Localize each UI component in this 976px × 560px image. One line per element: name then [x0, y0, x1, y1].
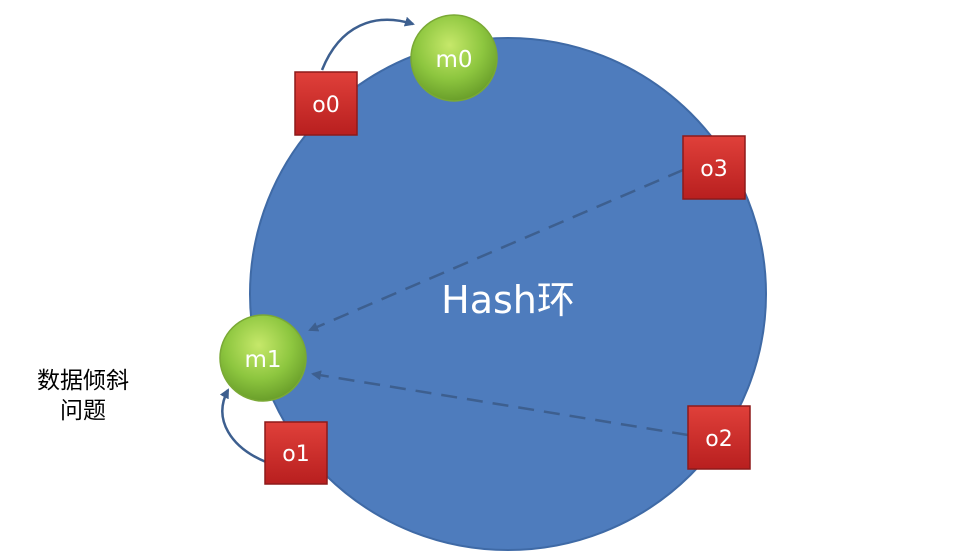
- object-label-o0: o0: [312, 93, 339, 118]
- object-label-o1: o1: [282, 442, 309, 467]
- arrow-o1-to-m1: [219, 388, 267, 464]
- machine-node-m0: m0: [410, 14, 498, 102]
- arrow-o3-to-m1: [308, 168, 684, 332]
- object-node-o1: o1: [264, 421, 328, 485]
- data-skew-label-line1: 数据倾斜: [37, 368, 129, 394]
- object-node-o0: o0: [294, 71, 358, 136]
- data-skew-label-line2: 问题: [60, 398, 106, 424]
- object-label-o3: o3: [700, 157, 727, 182]
- arrow-o0-to-m0: [320, 16, 415, 71]
- arrow-o2-to-m1: [311, 370, 689, 437]
- machine-label-m1: m1: [244, 347, 281, 373]
- data-skew-label: 数据倾斜 问题: [18, 366, 148, 426]
- object-node-o2: o2: [687, 405, 751, 470]
- hash-ring-label: Hash环: [441, 278, 575, 322]
- machine-node-m1: m1: [219, 314, 307, 402]
- hash-ring: [249, 37, 767, 551]
- object-label-o2: o2: [705, 427, 732, 452]
- machine-label-m0: m0: [435, 47, 472, 73]
- object-node-o3: o3: [682, 135, 746, 200]
